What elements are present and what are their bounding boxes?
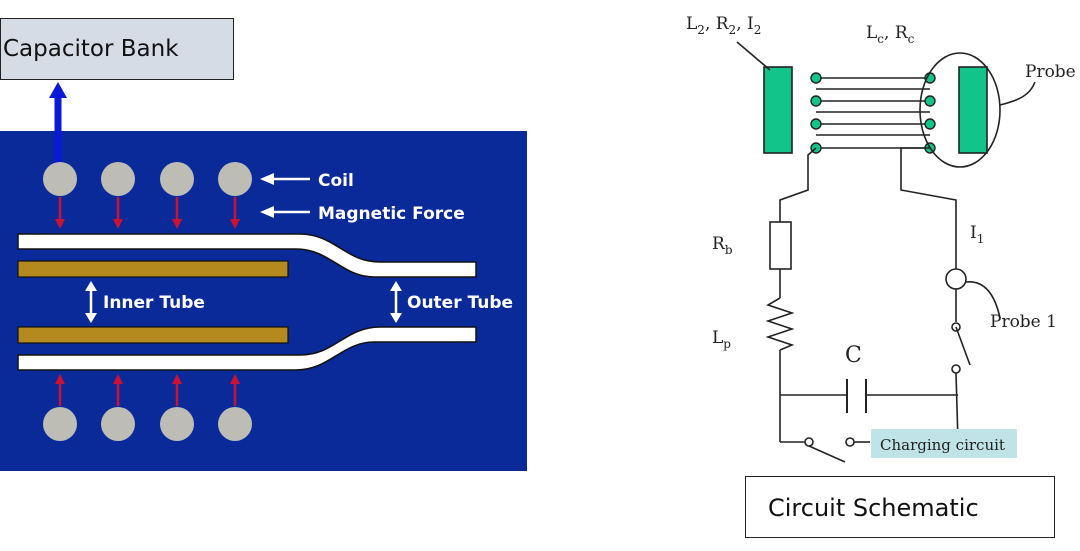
coil-pointer — [260, 173, 310, 185]
secondary-coil-block — [763, 66, 793, 154]
resistor-rb — [769, 221, 792, 270]
inner-tube-label: Inner Tube — [103, 293, 205, 313]
force-arrows-top — [55, 197, 240, 229]
probe-label: Probe — [1025, 62, 1076, 82]
coil-turn — [43, 407, 77, 441]
probe-coil-block — [958, 66, 988, 154]
charging-circuit-label: Charging circuit — [880, 436, 1005, 454]
switch-contact — [951, 364, 961, 374]
inner-tube-arrow — [85, 281, 97, 323]
bottom-coils — [43, 407, 252, 441]
outer-tube-arrow — [390, 281, 402, 323]
top-coils — [43, 162, 252, 196]
outer-tube-label: Outer Tube — [407, 293, 513, 313]
switch-blade — [955, 326, 971, 366]
forming-diagram: Coil Magnetic Force Inner Tube Outer Tub… — [0, 82, 527, 471]
coil-turn — [218, 162, 252, 196]
rb-label: Rb — [712, 234, 733, 257]
coil-turn — [43, 162, 77, 196]
charging-switch-blade — [808, 445, 846, 463]
magnetic-force-label: Magnetic Force — [318, 204, 465, 224]
force-arrows-bottom — [55, 374, 240, 406]
coil-turn — [218, 407, 252, 441]
charging-circuit-box — [871, 429, 1017, 458]
coil-turn — [101, 407, 135, 441]
coil-label: Coil — [318, 171, 354, 191]
outer-tube-bottom-wall — [17, 326, 477, 371]
charging-contact — [804, 437, 814, 447]
winding-dots — [810, 72, 936, 154]
circuit-schematic-title: Circuit Schematic — [745, 476, 1055, 538]
inner-tube-bottom-wall — [17, 326, 289, 344]
probe-ellipse — [919, 52, 1001, 168]
l2-leader — [736, 41, 771, 71]
l2-r2-i2-label: L2, R2, I2 — [686, 14, 761, 37]
blue-panel — [0, 131, 527, 471]
lc-rc-label: Lc, Rc — [866, 23, 915, 46]
probe1-ring — [945, 268, 967, 290]
capacitor-bank-box: Capacitor Bank — [0, 18, 234, 80]
charging-contact — [845, 437, 855, 447]
coil-turn — [160, 407, 194, 441]
coil-turn — [160, 162, 194, 196]
bank-arrow-head — [49, 82, 67, 98]
magnetic-force-pointer — [260, 206, 310, 218]
i1-label: I1 — [970, 223, 984, 246]
circuit-schematic — [736, 41, 1036, 463]
outer-tube-top-wall — [17, 233, 477, 278]
probe1-leader — [965, 281, 1001, 319]
capacitor-c-label: C — [845, 343, 862, 368]
coil-turn — [101, 162, 135, 196]
inductor-lp — [765, 297, 795, 351]
probe1-label: Probe 1 — [990, 312, 1057, 332]
inner-tube-top-wall — [17, 260, 289, 278]
lp-label: Lp — [712, 328, 731, 351]
probe-leader — [999, 81, 1036, 106]
